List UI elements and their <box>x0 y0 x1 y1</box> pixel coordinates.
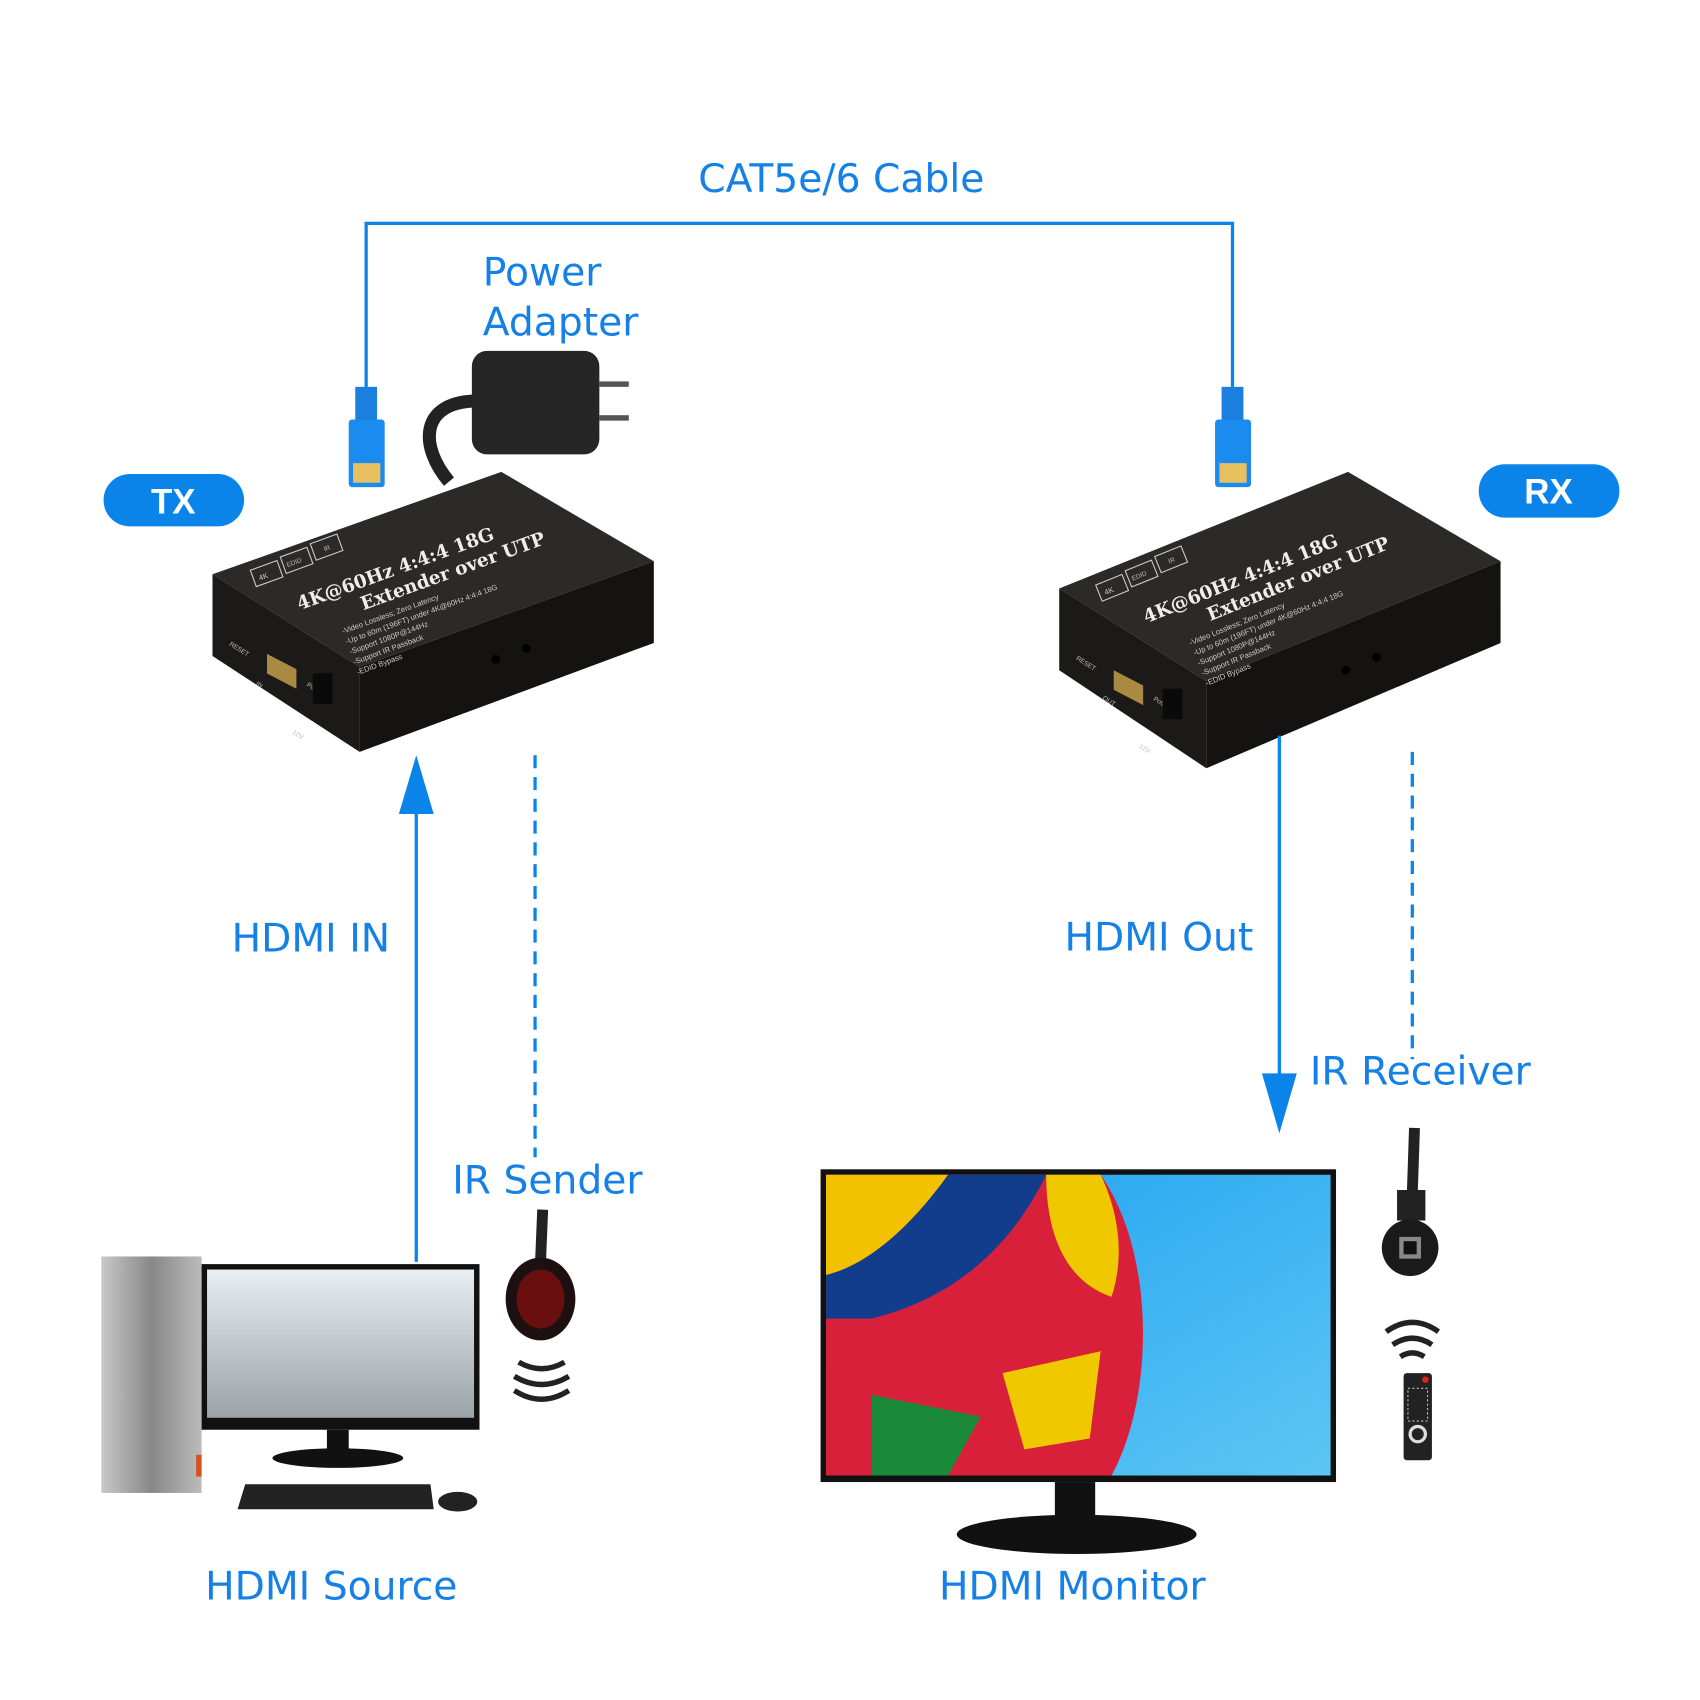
hdmi-source-pc-icon <box>101 1256 480 1512</box>
ir-sender-icon <box>505 1209 576 1402</box>
wireless-signal-icon <box>1384 1319 1441 1360</box>
hdmi-out-label: HDMI Out <box>1065 915 1254 960</box>
tx-extender-device: 4K@60Hz 4:4:4 18G Extender over UTP -Vid… <box>212 471 654 752</box>
svg-text:4K: 4K <box>1103 585 1115 597</box>
ir-receiver-icon <box>1381 1127 1439 1277</box>
hdmi-monitor-label: HDMI Monitor <box>939 1565 1207 1610</box>
svg-text:TX: TX <box>151 482 196 521</box>
arrow-up-icon <box>398 755 434 815</box>
cat-cable-line <box>364 221 1235 387</box>
rx-extender-device: 4K@60Hz 4:4:4 18G Extender over UTP -Vid… <box>1059 471 1501 769</box>
rx-badge: RX <box>1478 464 1620 518</box>
svg-text:IR: IR <box>323 544 332 553</box>
hdmi-port <box>266 653 297 689</box>
arrow-down-icon <box>1261 1073 1297 1134</box>
svg-text:12V: 12V <box>291 729 305 741</box>
tx-badge: TX <box>103 474 245 527</box>
ir-sender-label: IR Sender <box>452 1158 643 1203</box>
ir-receiver-label: IR Receiver <box>1310 1049 1532 1094</box>
rj45-connector-icon <box>1215 386 1252 488</box>
svg-text:IR: IR <box>1167 556 1176 565</box>
hdmi-source-label: HDMI Source <box>205 1565 457 1610</box>
power-adapter-label-line1: Power <box>483 251 602 296</box>
svg-text:4K: 4K <box>258 571 270 583</box>
svg-text:RX: RX <box>1524 472 1572 511</box>
cable-label: CAT5e/6 Cable <box>698 157 984 202</box>
power-adapter-icon <box>422 350 629 486</box>
rj45-connector-icon <box>348 386 385 488</box>
svg-text:IN: IN <box>254 681 263 691</box>
hdmi-monitor-icon <box>820 1169 1337 1554</box>
remote-control-icon <box>1403 1373 1432 1461</box>
svg-text:12V: 12V <box>1138 743 1152 755</box>
power-adapter-label-line2: Adapter <box>483 301 639 346</box>
hdmi-in-label: HDMI IN <box>232 916 390 961</box>
